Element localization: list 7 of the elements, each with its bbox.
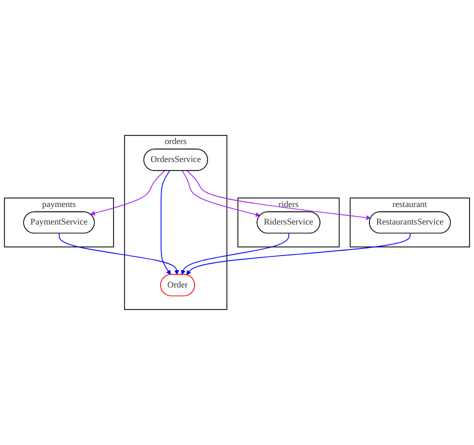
arrow <box>90 170 166 216</box>
arrow <box>181 233 290 275</box>
arrow <box>186 233 411 276</box>
arrow <box>160 170 171 275</box>
arrow <box>182 170 260 217</box>
arrow <box>58 233 180 275</box>
arrow <box>186 170 371 220</box>
